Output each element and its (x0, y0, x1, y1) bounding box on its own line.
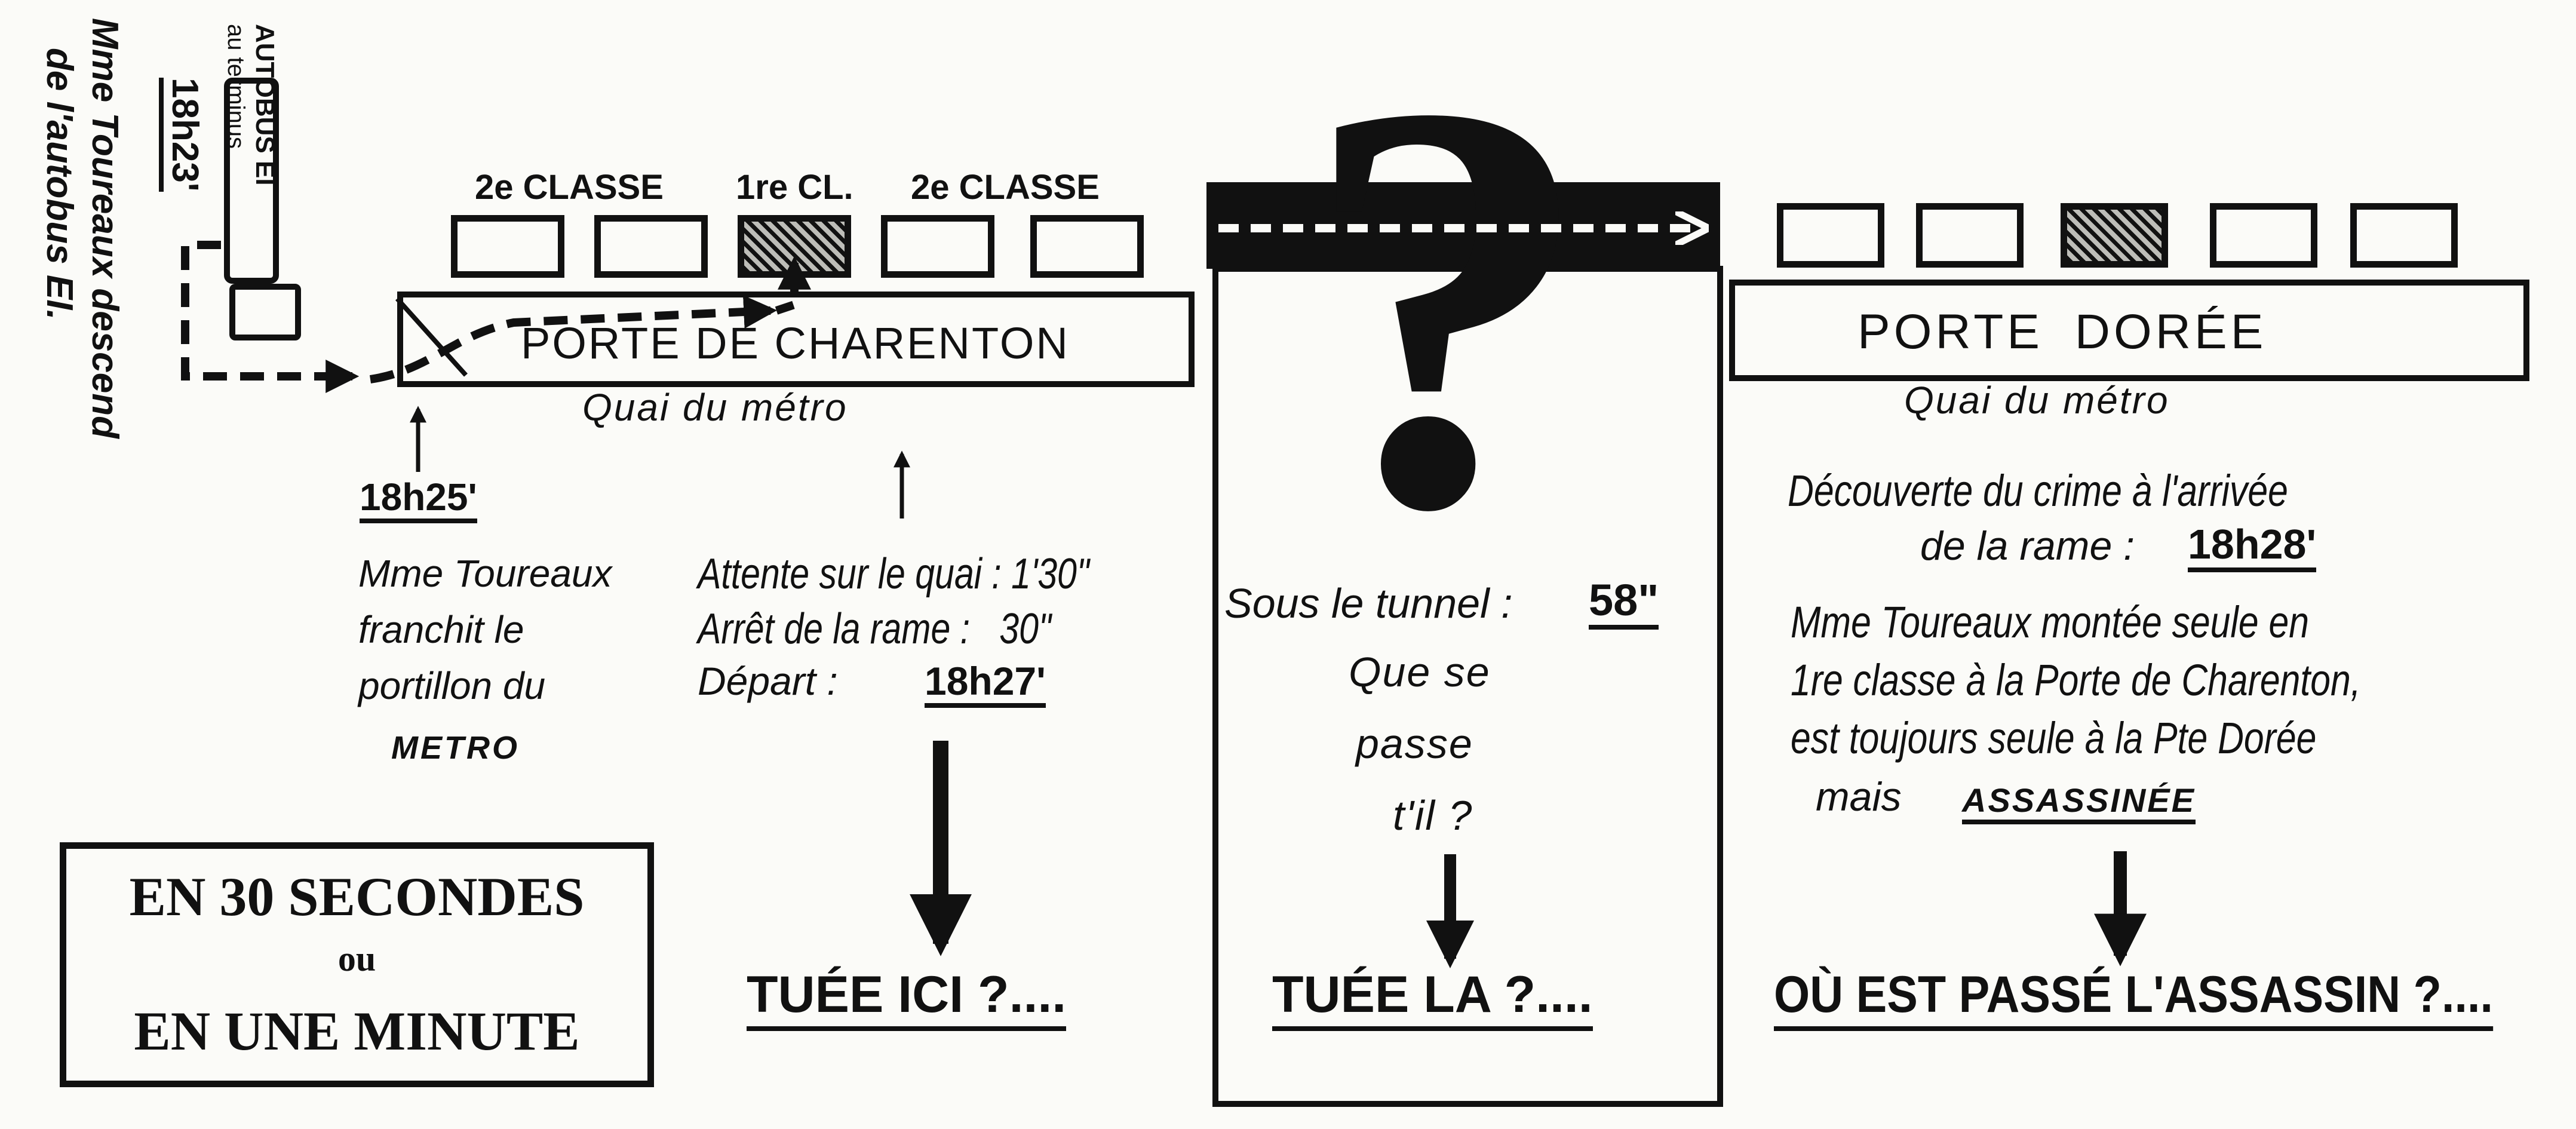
tunnel-question-line2: passe (1356, 720, 1473, 767)
doree-platform (1729, 280, 2529, 381)
doree-platform-label: Quai du métro (1904, 379, 2170, 422)
tunnel-duration: 58" (1589, 578, 1659, 630)
entry-note-line3: portillon du (358, 664, 546, 707)
doree-car-2 (1916, 203, 2024, 268)
entry-time: 18h25' (360, 478, 477, 523)
car-label-2nd-class-a: 2e CLASSE (475, 168, 664, 207)
platform-ramp (395, 297, 468, 377)
doree-car-first-class (2061, 203, 2168, 268)
tunnel-duration-label: Sous le tunnel : (1224, 580, 1513, 627)
doree-car-1 (1777, 203, 1884, 268)
charenton-platform-label: Quai du métro (582, 386, 848, 429)
charenton-car-5 (1030, 215, 1144, 278)
conclusion-where-is-assassin: OÙ EST PASSÉ L'ASSASSIN ?.... (1774, 969, 2493, 1031)
discovery-line2: de la rame : (1920, 523, 2135, 569)
charenton-station-name: PORTE DE CHARENTON (521, 318, 1070, 368)
charenton-car-1 (451, 215, 564, 278)
summary-box (60, 842, 654, 1087)
question-mark-symbol: ? (1301, 0, 1594, 630)
doree-note-assassinated: ASSASSINÉE (1962, 784, 2196, 824)
summary-line3: EN UNE MINUTE (134, 1001, 580, 1061)
discovery-line1: Découverte du crime à l'arrivée (1788, 466, 2288, 516)
discovery-time: 18h28' (2188, 523, 2317, 572)
entry-note-line1: Mme Toureaux (358, 552, 612, 595)
car-label-1st-class: 1re CL. (736, 168, 853, 207)
doree-note-line1: Mme Toureaux montée seule en (1791, 597, 2310, 647)
summary-line1: EN 30 SECONDES (129, 866, 585, 927)
summary-line2: ou (337, 939, 376, 978)
tunnel-question-line1: Que se (1349, 649, 1491, 695)
conclusion-killed-here: TUÉE ICI ?.... (747, 969, 1067, 1031)
bus-sign (224, 78, 279, 284)
doree-car-4 (2210, 203, 2317, 268)
entry-note-line2: franchit le (358, 608, 524, 651)
wait-line-1: Attente sur le quai : 1'30" (698, 550, 1089, 598)
tunnel-question-line3: t'il ? (1393, 792, 1473, 839)
departure-label: Départ : (698, 659, 838, 703)
car-label-2nd-class-b: 2e CLASSE (911, 168, 1100, 207)
doree-note-line3: est toujours seule à la Pte Dorée (1791, 713, 2317, 763)
doree-note-prefix: mais (1816, 774, 1902, 820)
doree-note-line2: 1re classe à la Porte de Charenton, (1791, 655, 2361, 705)
bus-base (229, 284, 301, 340)
departure-time: 18h27' (925, 661, 1046, 708)
walk-path-platform (369, 295, 778, 384)
charenton-car-4 (881, 215, 994, 278)
walk-path-board (775, 256, 811, 315)
doree-station-name: PORTE DORÉE (1857, 305, 2267, 359)
walk-path-bus (181, 241, 360, 393)
charenton-car-2 (594, 215, 708, 278)
entry-note-metro: METRO (391, 730, 520, 766)
charenton-platform (397, 292, 1195, 387)
conclusion-killed-there: TUÉE LA ?.... (1272, 969, 1593, 1031)
wait-line-2: Arrêt de la rame : 30" (698, 605, 1051, 653)
doree-car-5 (2350, 203, 2458, 268)
